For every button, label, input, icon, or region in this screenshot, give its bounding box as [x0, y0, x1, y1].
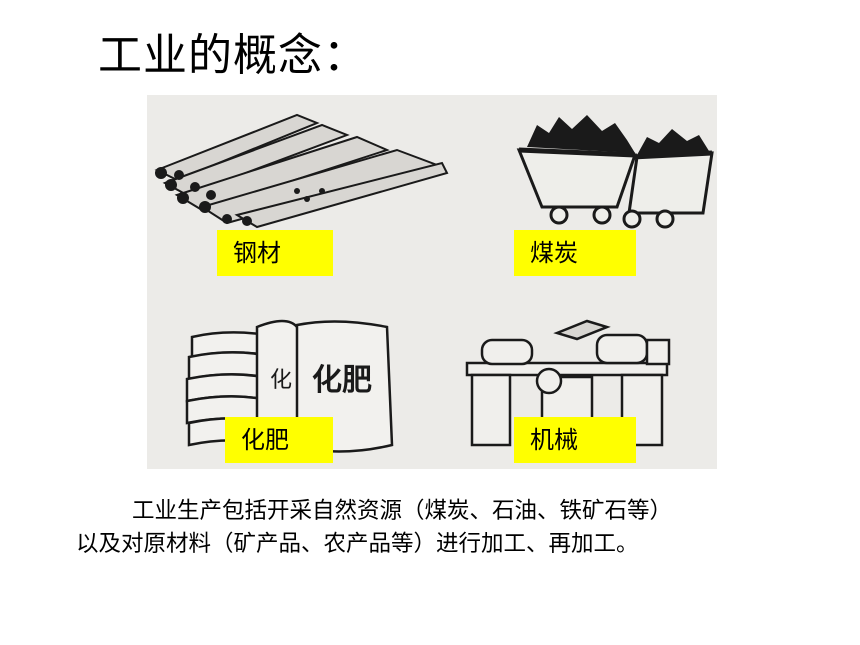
machine-icon [465, 319, 671, 447]
coal-carts-icon [516, 115, 714, 229]
fertilizer-bags-icon [185, 319, 394, 453]
label-machinery: 机械 [514, 417, 636, 463]
illustration-drawing: 化 化肥 [154, 113, 714, 453]
definition-paragraph: 工业生产包括开采自然资源（煤炭、石油、铁矿石等） 以及对原材料（矿产品、农产品等… [76, 495, 836, 561]
paragraph-line-2: 以及对原材料（矿产品、农产品等）进行加工、再加工。 [76, 531, 639, 557]
bag-print-small: 化 [270, 368, 292, 393]
slide-title: 工业的概念： [98, 30, 368, 81]
bag-print: 化肥 [312, 363, 372, 398]
industry-illustration: 化 化肥 钢材 煤炭 化肥 机械 [147, 95, 717, 469]
label-steel: 钢材 [217, 230, 333, 276]
label-fertilizer: 化肥 [225, 417, 333, 463]
paragraph-line-1: 工业生产包括开采自然资源（煤炭、石油、铁矿石等） [132, 498, 673, 524]
steel-bars-icon [154, 113, 449, 229]
label-coal: 煤炭 [514, 230, 636, 276]
